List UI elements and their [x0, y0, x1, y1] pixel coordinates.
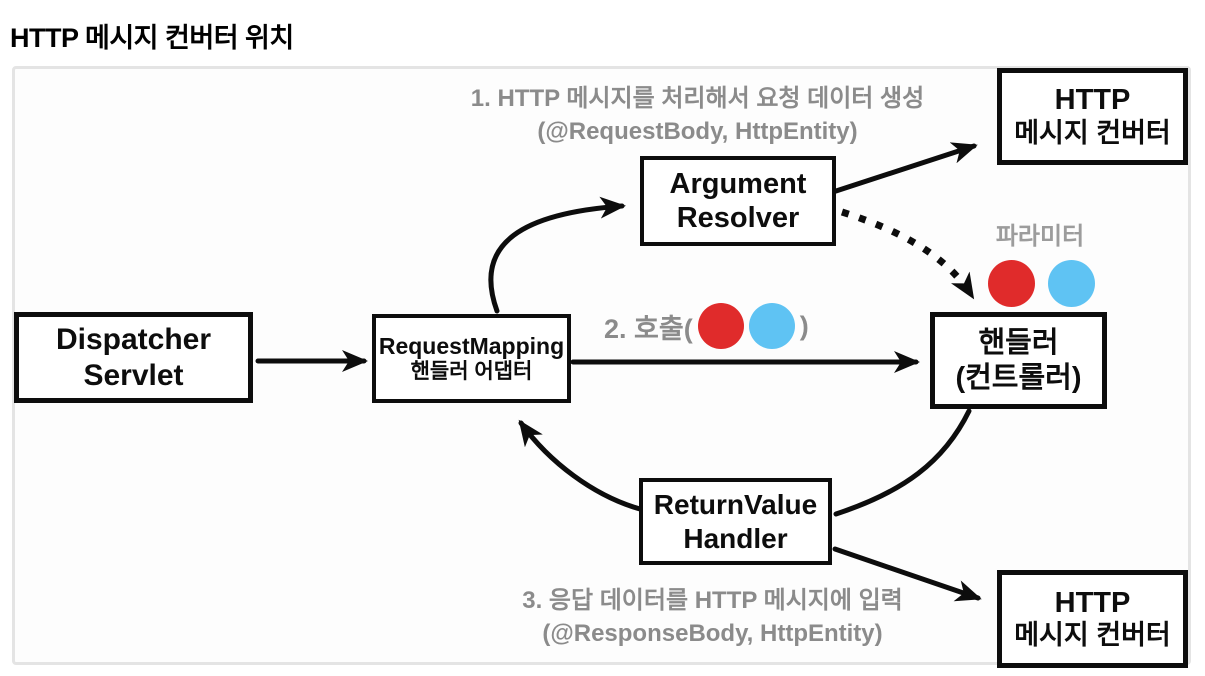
annotation-step1-line1: 1. HTTP 메시지를 처리해서 요청 데이터 생성: [470, 85, 925, 112]
page-title: HTTP 메시지 컨버터 위치: [10, 23, 294, 53]
annotation-step1: 1. HTTP 메시지를 처리해서 요청 데이터 생성 (@RequestBod…: [440, 82, 955, 148]
node-handler-controller: 핸들러 (컨트롤러): [930, 312, 1107, 409]
node-return-value-handler: ReturnValue Handler: [639, 478, 832, 565]
annotation-step3-line1: 3. 응답 데이터를 HTTP 메시지에 입력: [522, 587, 903, 614]
node-label: RequestMapping: [378, 332, 565, 359]
parameter-label: 파라미터: [995, 223, 1085, 250]
node-label: Dispatcher: [55, 323, 212, 357]
node-request-mapping-handler-adapter: RequestMapping 핸들러 어댑터: [372, 314, 571, 403]
annotation-step3-line2: (@ResponseBody, HttpEntity): [542, 620, 883, 647]
node-http-message-converter-top: HTTP 메시지 컨버터: [997, 68, 1188, 165]
parameter-blue-dot-icon: [1048, 260, 1095, 307]
annotation-step3: 3. 응답 데이터를 HTTP 메시지에 입력 (@ResponseBody, …: [455, 584, 970, 650]
node-label: Handler: [683, 522, 788, 554]
node-label: HTTP: [1054, 84, 1131, 117]
annotation-step2-prefix: 2. 호출(: [604, 313, 693, 344]
node-label: 메시지 컨버터: [1014, 117, 1171, 148]
node-label: 메시지 컨버터: [1014, 620, 1171, 651]
node-label: Argument: [669, 167, 807, 200]
node-label: Resolver: [676, 202, 800, 234]
node-label: Servlet: [83, 358, 184, 392]
parameter-red-dot-icon: [988, 260, 1035, 307]
parameter-red-dot-icon: [697, 303, 744, 349]
node-label: HTTP: [1054, 586, 1131, 619]
node-label: 핸들러: [978, 327, 1059, 360]
node-label: ReturnValue: [653, 489, 818, 521]
parameter-blue-dot-icon: [748, 303, 795, 349]
node-label: 핸들러 어댑터: [410, 359, 533, 383]
node-dispatcher-servlet: Dispatcher Servlet: [14, 312, 253, 403]
annotation-step2-call: 2. 호출( ): [604, 303, 809, 349]
node-argument-resolver: Argument Resolver: [640, 156, 836, 246]
annotation-step2-suffix: ): [799, 310, 809, 341]
node-http-message-converter-bottom: HTTP 메시지 컨버터: [997, 570, 1188, 668]
node-label: (컨트롤러): [955, 361, 1082, 394]
annotation-step1-line2: (@RequestBody, HttpEntity): [537, 118, 858, 145]
parameter-dots: [988, 260, 1095, 307]
